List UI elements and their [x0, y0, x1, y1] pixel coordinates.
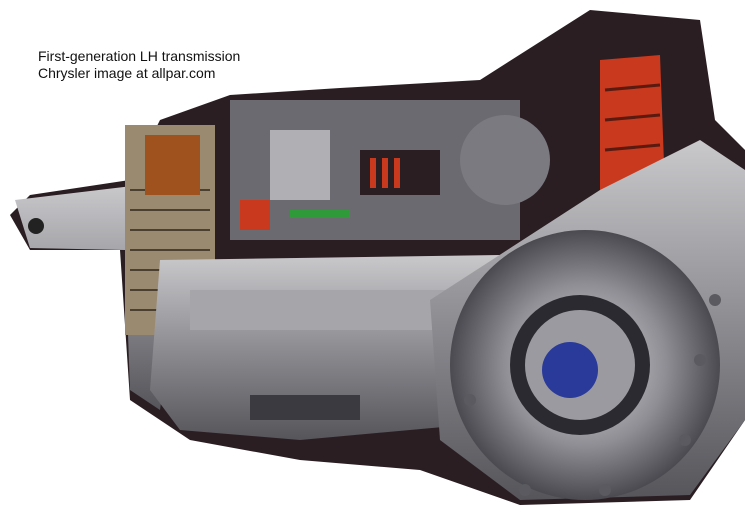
caption-credit: Chrysler image at allpar.com: [38, 65, 216, 81]
caption-title: First-generation LH transmission: [38, 48, 241, 64]
axle-shaft-end: [542, 342, 598, 398]
torque-converter: [600, 55, 665, 200]
mount-hole: [28, 218, 44, 234]
green-band: [290, 210, 350, 218]
chain-sprocket: [145, 135, 200, 195]
clutch-drum: [460, 115, 550, 205]
image-caption: First-generation LH transmission Chrysle…: [38, 48, 240, 82]
